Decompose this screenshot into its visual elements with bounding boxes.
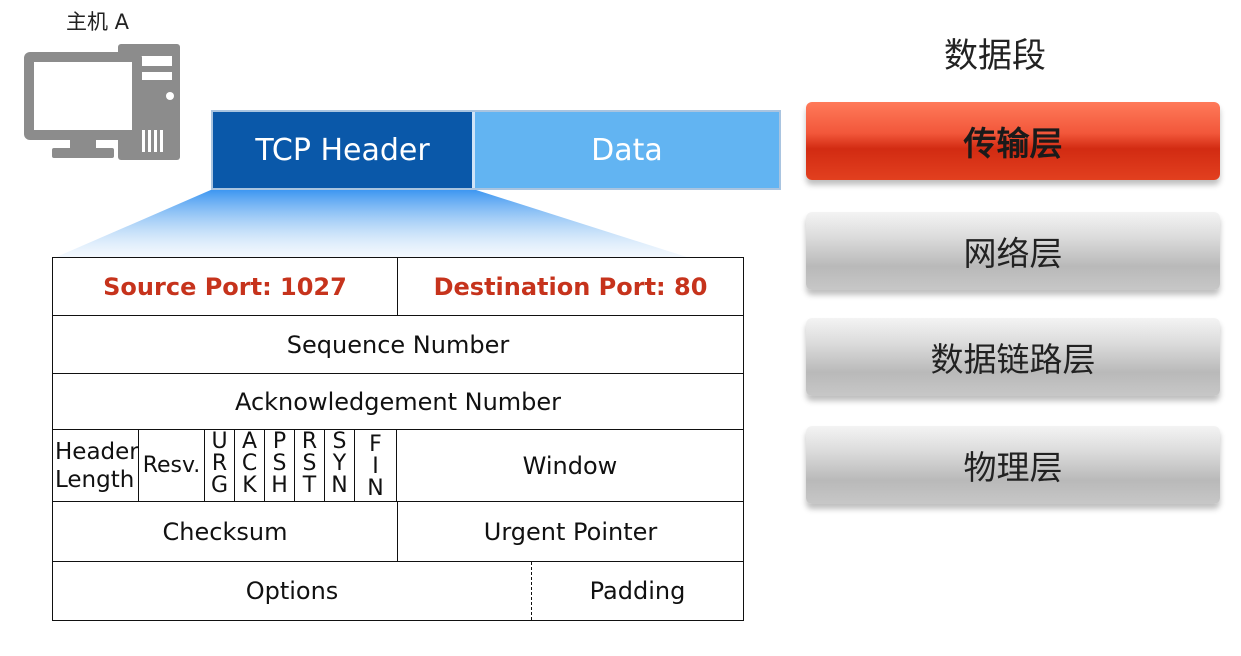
acknowledgement-number-cell: Acknowledgement Number bbox=[234, 387, 562, 416]
destination-port-cell: Destination Port: 80 bbox=[433, 272, 708, 301]
host-label: 主机 A bbox=[66, 10, 130, 34]
flag-letter: N bbox=[331, 473, 348, 498]
layer-network: 网络层 bbox=[806, 212, 1220, 290]
layer-physical: 物理层 bbox=[806, 426, 1220, 504]
flag-letter: G bbox=[210, 473, 229, 498]
flag-letter: U bbox=[211, 429, 228, 454]
flag-ack: A C K bbox=[235, 430, 265, 501]
flag-letter: F bbox=[369, 432, 382, 457]
layer-title: 数据段 bbox=[944, 36, 1046, 76]
urgent-pointer-cell: Urgent Pointer bbox=[483, 517, 658, 546]
flag-letter: H bbox=[271, 473, 288, 498]
sequence-number-cell: Sequence Number bbox=[286, 330, 510, 359]
flag-letter: P bbox=[272, 429, 287, 454]
header-length-cell: Header Length bbox=[53, 430, 139, 501]
tcp-header-block: TCP Header bbox=[213, 112, 475, 188]
flags-row: Header Length Resv. U R G A C K P S H R … bbox=[53, 430, 743, 502]
layer-data-link: 数据链路层 bbox=[806, 318, 1220, 396]
segment-bar: TCP Header Data bbox=[211, 110, 781, 190]
flag-psh: P S H bbox=[265, 430, 295, 501]
window-cell: Window bbox=[522, 451, 618, 480]
options-cell: Options bbox=[53, 562, 532, 620]
flag-letter: Y bbox=[332, 451, 347, 476]
flag-letter: C bbox=[241, 451, 258, 476]
flag-letter: T bbox=[302, 473, 317, 498]
source-port-cell: Source Port: 1027 bbox=[53, 258, 398, 315]
flag-syn: S Y N bbox=[325, 430, 355, 501]
layer-transport: 传输层 bbox=[806, 102, 1220, 180]
sequence-row: Sequence Number bbox=[53, 316, 743, 374]
flag-letter: K bbox=[242, 473, 257, 498]
computer-icon bbox=[22, 40, 182, 168]
flag-letter: R bbox=[211, 451, 228, 476]
flag-letter: R bbox=[301, 429, 318, 454]
flag-letter: S bbox=[272, 451, 287, 476]
flag-urg: U R G bbox=[205, 430, 235, 501]
options-row: Options Padding bbox=[53, 562, 743, 620]
header-length-line2: Length bbox=[55, 466, 135, 493]
flag-letter: S bbox=[332, 429, 347, 454]
flag-letter: S bbox=[302, 451, 317, 476]
data-block: Data bbox=[475, 112, 779, 188]
checksum-cell: Checksum bbox=[53, 502, 398, 561]
flag-letter: N bbox=[367, 476, 384, 501]
flag-fin: F I N bbox=[355, 430, 397, 501]
flag-rst: R S T bbox=[295, 430, 325, 501]
flag-letter: I bbox=[372, 454, 379, 479]
header-length-line1: Header bbox=[55, 438, 139, 465]
flag-letter: A bbox=[241, 429, 258, 454]
tcp-header-table: Source Port: 1027 Destination Port: 80 S… bbox=[52, 257, 744, 621]
ports-row: Source Port: 1027 Destination Port: 80 bbox=[53, 258, 743, 316]
reserved-cell: Resv. bbox=[139, 430, 205, 501]
acknowledgement-row: Acknowledgement Number bbox=[53, 374, 743, 430]
padding-cell: Padding bbox=[589, 577, 686, 605]
checksum-row: Checksum Urgent Pointer bbox=[53, 502, 743, 562]
